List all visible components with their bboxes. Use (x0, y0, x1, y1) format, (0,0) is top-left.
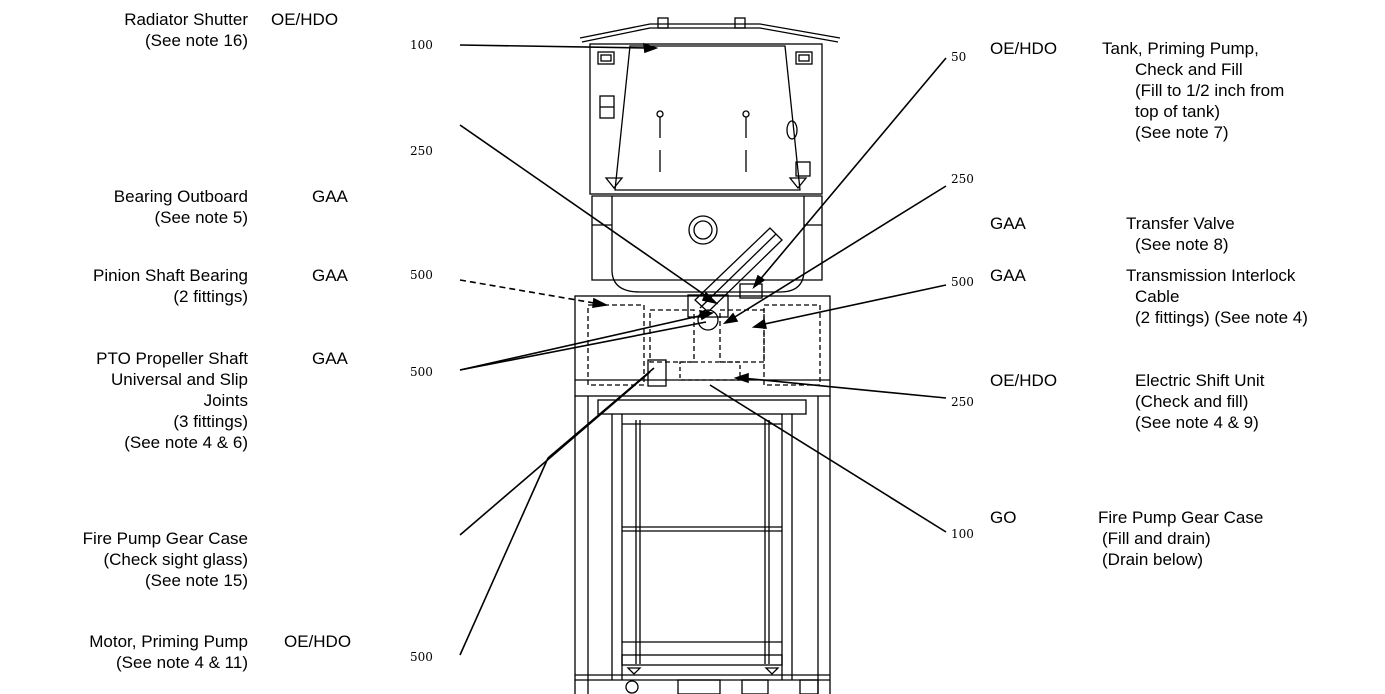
radiator-shutter (589, 43, 823, 195)
priming-pump-tank (687, 227, 783, 318)
lube-radiator-shutter: OE/HDO (271, 10, 339, 29)
interval-motor-priming-pump: 500 (410, 650, 433, 664)
interval-tank-priming-pump: 50 (951, 50, 967, 64)
label-bearing-outboard: Bearing Outboard(See note 5) (113, 187, 248, 227)
leader-fire-pump-gear-case-right (709, 384, 947, 533)
label-radiator-shutter: Radiator Shutter(See note 16) (124, 10, 248, 50)
leader-pinion-shaft-bearing (459, 279, 609, 308)
lube-pinion-shaft-bearing: GAA (312, 266, 348, 285)
interval-bearing-outboard: 250 (410, 144, 433, 158)
lube-transfer-valve: GAA (990, 214, 1026, 233)
leader-pto-propeller-shaft (459, 310, 715, 371)
label-electric-shift-unit: Electric Shift Unit(Check and fill)(See … (1135, 371, 1265, 432)
lube-pto-propeller-shaft: GAA (312, 349, 348, 368)
lube-fire-pump-gear-case-right: GO (990, 508, 1017, 527)
lube-tank-priming-pump: OE/HDO (990, 39, 1058, 58)
leader-electric-shift-unit (733, 372, 947, 399)
lube-transmission-interlock-cable: GAA (990, 266, 1026, 285)
label-motor-priming-pump: Motor, Priming Pump(See note 4 & 11) (89, 632, 248, 672)
pump-housing (591, 195, 823, 293)
lube-bearing-outboard: GAA (312, 187, 348, 206)
interval-radiator-shutter: 100 (410, 38, 433, 52)
lube-motor-priming-pump: OE/HDO (284, 632, 352, 651)
interval-pto-propeller-shaft: 500 (410, 365, 433, 379)
leader-transmission-interlock-cable (751, 284, 947, 329)
leader-tank-priming-pump (752, 57, 947, 290)
interval-pinion-shaft-bearing: 500 (410, 268, 433, 282)
interval-fire-pump-gear-case-right: 100 (951, 527, 974, 541)
label-pinion-shaft-bearing: Pinion Shaft Bearing(2 fittings) (93, 266, 248, 306)
vehicle-frame (574, 396, 831, 694)
shutter-top-bar (579, 17, 841, 43)
label-fire-pump-gear-case-left: Fire Pump Gear Case(Check sight glass)(S… (82, 529, 248, 590)
interval-electric-shift-unit: 250 (951, 395, 974, 409)
label-tank-priming-pump: Tank, Priming Pump,Check and Fill(Fill t… (1102, 39, 1285, 142)
leader-transfer-valve (722, 185, 947, 325)
leader-bearing-outboard (459, 124, 719, 305)
interval-transfer-valve: 250 (951, 172, 974, 186)
lube-electric-shift-unit: OE/HDO (990, 371, 1058, 390)
label-transfer-valve: Transfer Valve(See note 8) (1126, 214, 1235, 254)
label-fire-pump-gear-case-right: Fire Pump Gear Case(Fill and drain)(Drai… (1098, 508, 1264, 569)
leader-motor-priming-pump (459, 367, 655, 656)
leader-radiator-shutter (459, 42, 659, 54)
interval-transmission-interlock-cable: 500 (951, 275, 974, 289)
